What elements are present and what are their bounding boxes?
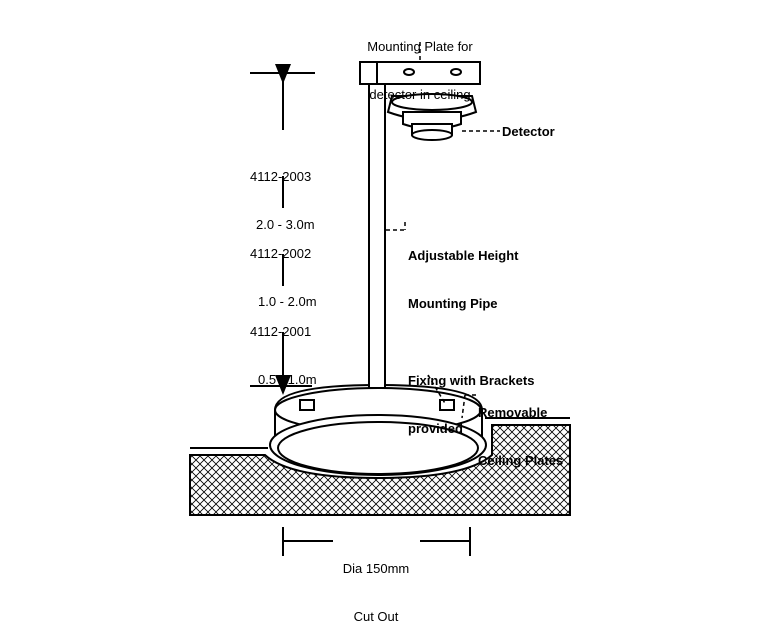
mounting-plate <box>359 61 481 85</box>
ceiling-plates-label-line2: Ceiling Plates <box>478 453 564 468</box>
range-mid-model: 4112-2002 <box>250 246 312 261</box>
height-dimension <box>250 64 315 395</box>
cutout-label-line2: Cut Out <box>353 609 399 624</box>
range-bot-value: 0.5 - 1.0m <box>258 372 317 387</box>
mounting-plate-label-line1: Mounting Plate for <box>367 39 473 54</box>
mounting-plate-label-line2: detector in ceiling <box>369 87 471 102</box>
ceiling-plates-label-line1: Removable <box>478 405 548 420</box>
base-ring <box>269 383 487 476</box>
pipe-label-line1: Adjustable Height <box>408 248 519 263</box>
mounting-pipe <box>368 74 386 389</box>
fixing-label-line2: provided <box>408 421 463 436</box>
pipe-label-line2: Mounting Pipe <box>408 296 498 311</box>
detector <box>386 93 478 141</box>
mounting-plate-label: Mounting Plate for detector in ceiling <box>350 7 490 119</box>
cutout-label: Dia 150mm Cut Out <box>326 529 426 641</box>
pipe-label: Adjustable Height Mounting Pipe <box>408 216 519 328</box>
range-top-model: 4112-2003 <box>250 169 312 184</box>
cutout-label-line1: Dia 150mm <box>342 561 410 576</box>
range-mid-label: 4112-2002 1.0 - 2.0m <box>250 214 317 326</box>
range-top-value: 2.0 - 3.0m <box>256 217 315 232</box>
fixing-label-line1: Fixing with Brackets <box>408 373 535 388</box>
range-mid-value: 1.0 - 2.0m <box>258 294 317 309</box>
mounting-diagram <box>189 42 571 556</box>
ceiling-plates-label: Removable Ceiling Plates <box>478 373 563 485</box>
ceiling-plates <box>190 417 570 449</box>
ceiling-slab <box>189 424 571 516</box>
detector-label: Detector <box>502 124 555 139</box>
cutout-dimension <box>282 527 471 556</box>
range-bot-model: 4112-2001 <box>250 324 312 339</box>
fixing-label: Fixing with Brackets provided <box>408 341 534 453</box>
leader-lines <box>386 42 500 419</box>
range-bot-label: 4112-2001 0.5 - 1.0m <box>250 292 317 404</box>
range-top-label: 4112-2003 2.0 - 3.0m <box>250 137 315 249</box>
